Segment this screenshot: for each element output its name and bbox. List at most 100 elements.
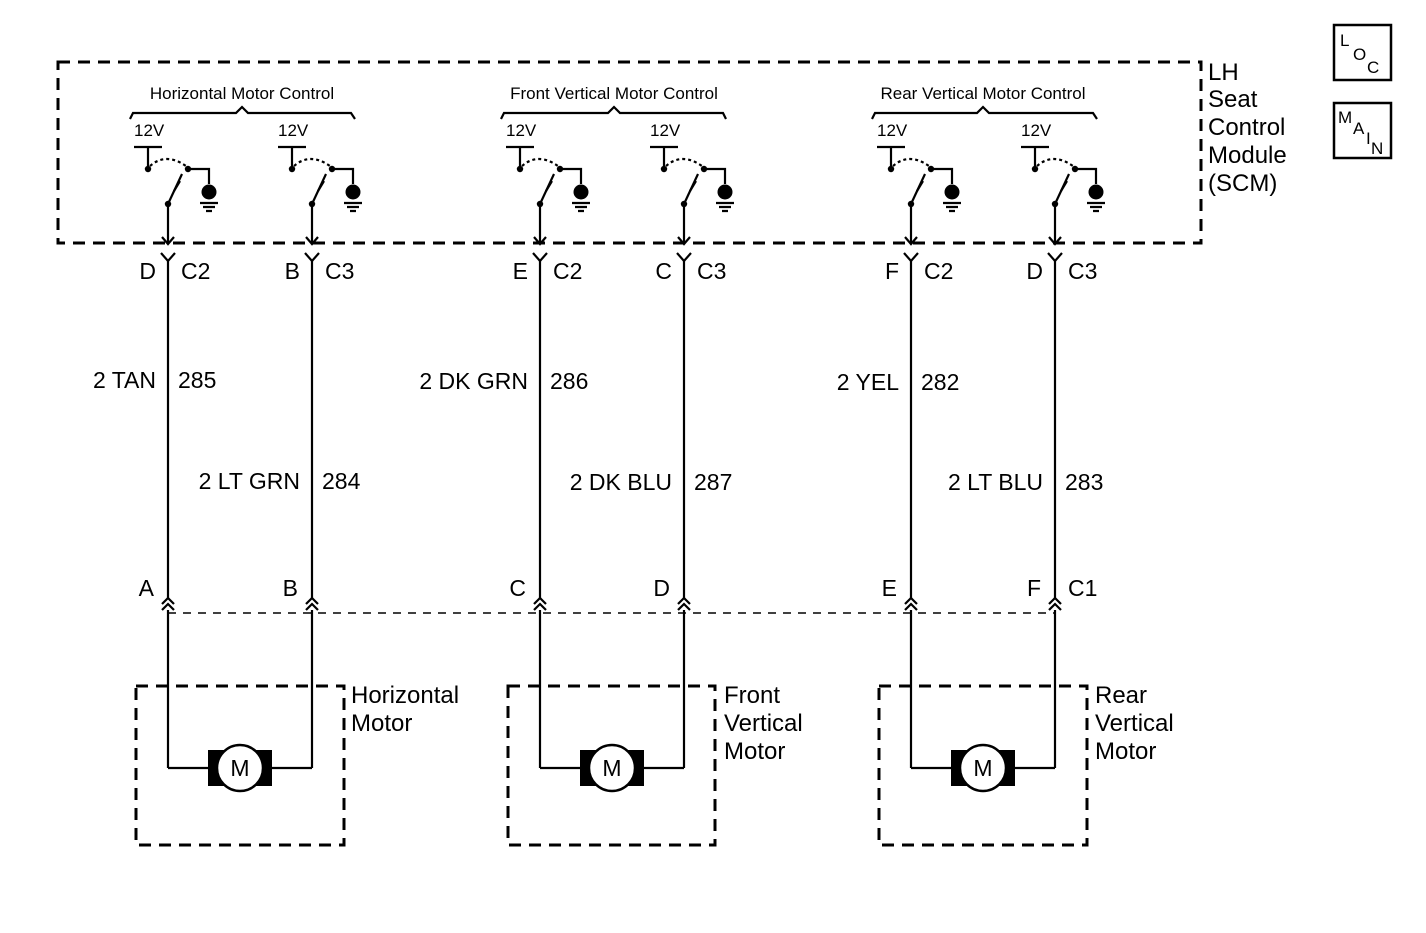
supply-label: 12V (506, 121, 537, 140)
loc-icon[interactable]: L O C (1332, 23, 1393, 82)
relay-switch: 12V (1021, 121, 1105, 246)
module-label-line: LH (1208, 59, 1239, 86)
svg-text:Rear Vertical Motor Control: Rear Vertical Motor Control (880, 84, 1085, 103)
module-pin-label: D (1026, 258, 1043, 284)
motor-boundary (506, 684, 717, 847)
motor-label-line: Vertical (724, 710, 803, 737)
ground-icon (717, 184, 733, 200)
motor-label-line: Front (724, 682, 780, 709)
ground-icon (345, 184, 361, 200)
ground-icon (201, 184, 217, 200)
supply-label: 12V (650, 121, 681, 140)
relay-switch: 12V (134, 121, 218, 246)
motor-icon (215, 743, 265, 793)
motor-pin-label: D (653, 575, 670, 601)
motor-connector-label: C1 (1068, 575, 1097, 601)
wire-color-label: 2 DK GRN (419, 368, 528, 394)
motor-pin-label: A (139, 575, 155, 601)
module-connector-label: C2 (553, 258, 582, 284)
module-pin-label: E (513, 258, 528, 284)
module-label-line: (SCM) (1208, 170, 1277, 197)
supply-label: 12V (134, 121, 165, 140)
module-boundary (56, 60, 1203, 245)
svg-text:O: O (1353, 45, 1366, 64)
module-pin-label: C (655, 258, 672, 284)
control-title: Horizontal Motor Control (129, 84, 356, 120)
wire-color-label: 2 TAN (93, 367, 156, 393)
svg-text:Front Vertical Motor Control: Front Vertical Motor Control (510, 84, 718, 103)
module-label: LH Seat Control Module (SCM) (1208, 59, 1287, 197)
circuit-number-label: 285 (178, 367, 216, 393)
supply-label: 12V (278, 121, 309, 140)
motor-boundary (877, 684, 1089, 847)
motor-boundary (134, 684, 346, 847)
circuit-number-label: 284 (322, 468, 361, 494)
svg-text:L: L (1340, 31, 1349, 50)
main-icon[interactable]: M A I N (1332, 101, 1393, 160)
relay-switch: 12V (650, 121, 734, 246)
module-connector-label: C2 (924, 258, 953, 284)
module-label-line: Seat (1208, 86, 1258, 113)
module-connector-label: C2 (181, 258, 210, 284)
motor-label-line: Horizontal (351, 682, 459, 709)
control-title: Rear Vertical Motor Control (871, 84, 1098, 120)
relay-switch: 12V (506, 121, 590, 246)
module-pin-label: B (285, 258, 300, 284)
ground-icon (1088, 184, 1104, 200)
supply-label: 12V (1021, 121, 1052, 140)
motor-symbol: M (602, 755, 621, 781)
wire-color-label: 2 LT BLU (948, 469, 1043, 495)
motor-pin-label: C (509, 575, 526, 601)
svg-text:A: A (1353, 119, 1365, 138)
wire-color-label: 2 YEL (837, 369, 899, 395)
svg-text:Horizontal Motor Control: Horizontal Motor Control (150, 84, 334, 103)
supply-label: 12V (877, 121, 908, 140)
relays: 12V 12V 12V 12V 12V 12V (134, 121, 1105, 246)
motor-pin-label: F (1027, 575, 1041, 601)
module-label-line: Module (1208, 142, 1287, 169)
module-label-line: Control (1208, 114, 1285, 141)
motor-label-line: Vertical (1095, 710, 1174, 737)
svg-text:C: C (1367, 58, 1379, 77)
module-connector-label: C3 (1068, 258, 1097, 284)
module-pin-label: D (139, 258, 156, 284)
motor-icon (958, 743, 1008, 793)
svg-text:N: N (1371, 139, 1383, 158)
circuit-number-label: 287 (694, 469, 732, 495)
motors: MHorizontalMotorMFrontVerticalMotorMRear… (134, 682, 1174, 847)
circuit-number-label: 282 (921, 369, 959, 395)
motor-label-line: Rear (1095, 682, 1147, 709)
svg-text:I: I (1366, 129, 1371, 148)
circuit-number-label: 283 (1065, 469, 1103, 495)
motor-symbol: M (230, 755, 249, 781)
wire-color-label: 2 LT GRN (199, 468, 300, 494)
motor-pin-label: B (283, 575, 298, 601)
ground-icon (573, 184, 589, 200)
circuit-number-label: 286 (550, 368, 588, 394)
module-pin-label: F (885, 258, 899, 284)
ground-icon (944, 184, 960, 200)
relay-switch: 12V (278, 121, 362, 246)
motor-icon (587, 743, 637, 793)
svg-text:M: M (1338, 108, 1352, 127)
control-title: Front Vertical Motor Control (500, 84, 727, 120)
motor-symbol: M (973, 755, 992, 781)
motor-pin-label: E (882, 575, 897, 601)
motor-label-line: Motor (351, 710, 412, 737)
module-connector-label: C3 (325, 258, 354, 284)
motor-label-line: Motor (1095, 738, 1156, 765)
wire-color-label: 2 DK BLU (570, 469, 672, 495)
module-connector-label: C3 (697, 258, 726, 284)
motor-label-line: Motor (724, 738, 785, 765)
